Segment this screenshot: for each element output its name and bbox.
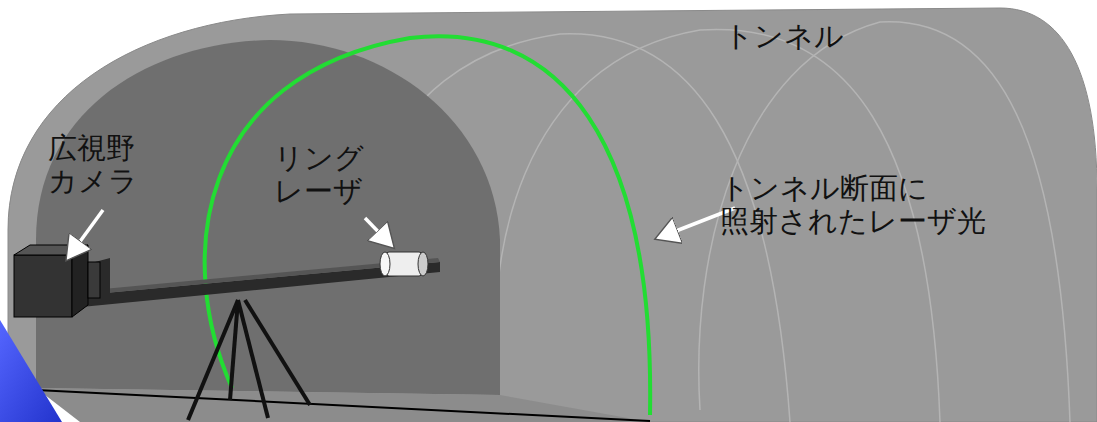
ring-laser-symbol (380, 252, 428, 276)
camera-symbol (14, 245, 110, 317)
tunnel-label: トンネル (724, 20, 844, 53)
laser-light-label: トンネル断面に 照射されたレーザ光 (720, 172, 986, 239)
camera-label: 広視野 カメラ (48, 132, 138, 199)
laser-label: リング レーザ (274, 142, 364, 209)
